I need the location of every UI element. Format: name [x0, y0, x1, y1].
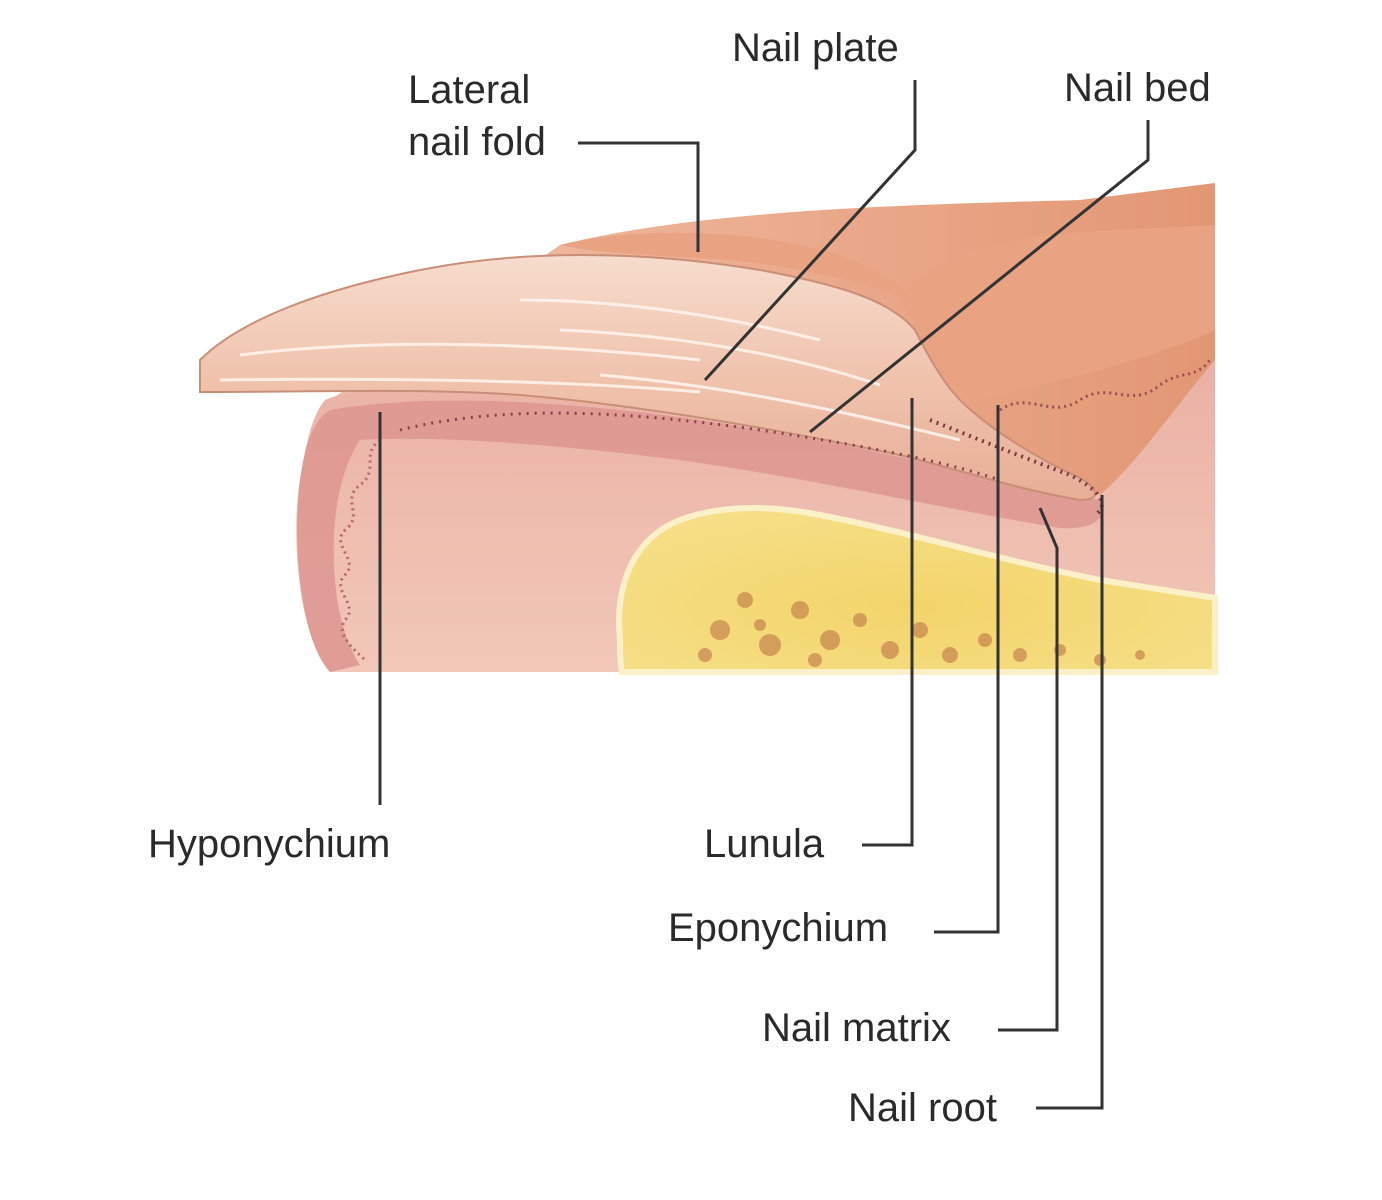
label-hyponychium: Hyponychium	[148, 822, 391, 866]
proximal-epidermal-ridges	[999, 359, 1212, 412]
distal-phalanx-bone	[616, 505, 1218, 675]
label-lateral-nail-fold: Lateral nail fold	[408, 68, 546, 164]
epidermis-band	[297, 400, 1103, 672]
leader-nail-bed	[809, 120, 1150, 434]
leader-nail-root	[1036, 495, 1104, 1110]
matrix-stipple	[929, 418, 1104, 517]
label-nail-root: Nail root	[848, 1086, 997, 1130]
label-nail-plate: Nail plate	[732, 26, 899, 70]
leader-lateral-nail-fold	[578, 141, 700, 252]
leader-lines	[378, 80, 1150, 1110]
label-nail-matrix: Nail matrix	[762, 1006, 951, 1050]
nail-plate	[199, 254, 1096, 502]
label-lunula: Lunula	[704, 822, 825, 866]
leader-lunula	[862, 398, 914, 847]
leader-nail-matrix	[998, 507, 1059, 1032]
lateral-nail-fold	[560, 232, 910, 300]
proximal-nail-fold	[900, 225, 1215, 401]
label-eponychium: Eponychium	[668, 906, 889, 950]
leader-eponychium	[934, 405, 1000, 934]
label-nail-bed: Nail bed	[1064, 66, 1211, 110]
leader-nail-plate	[703, 80, 917, 382]
